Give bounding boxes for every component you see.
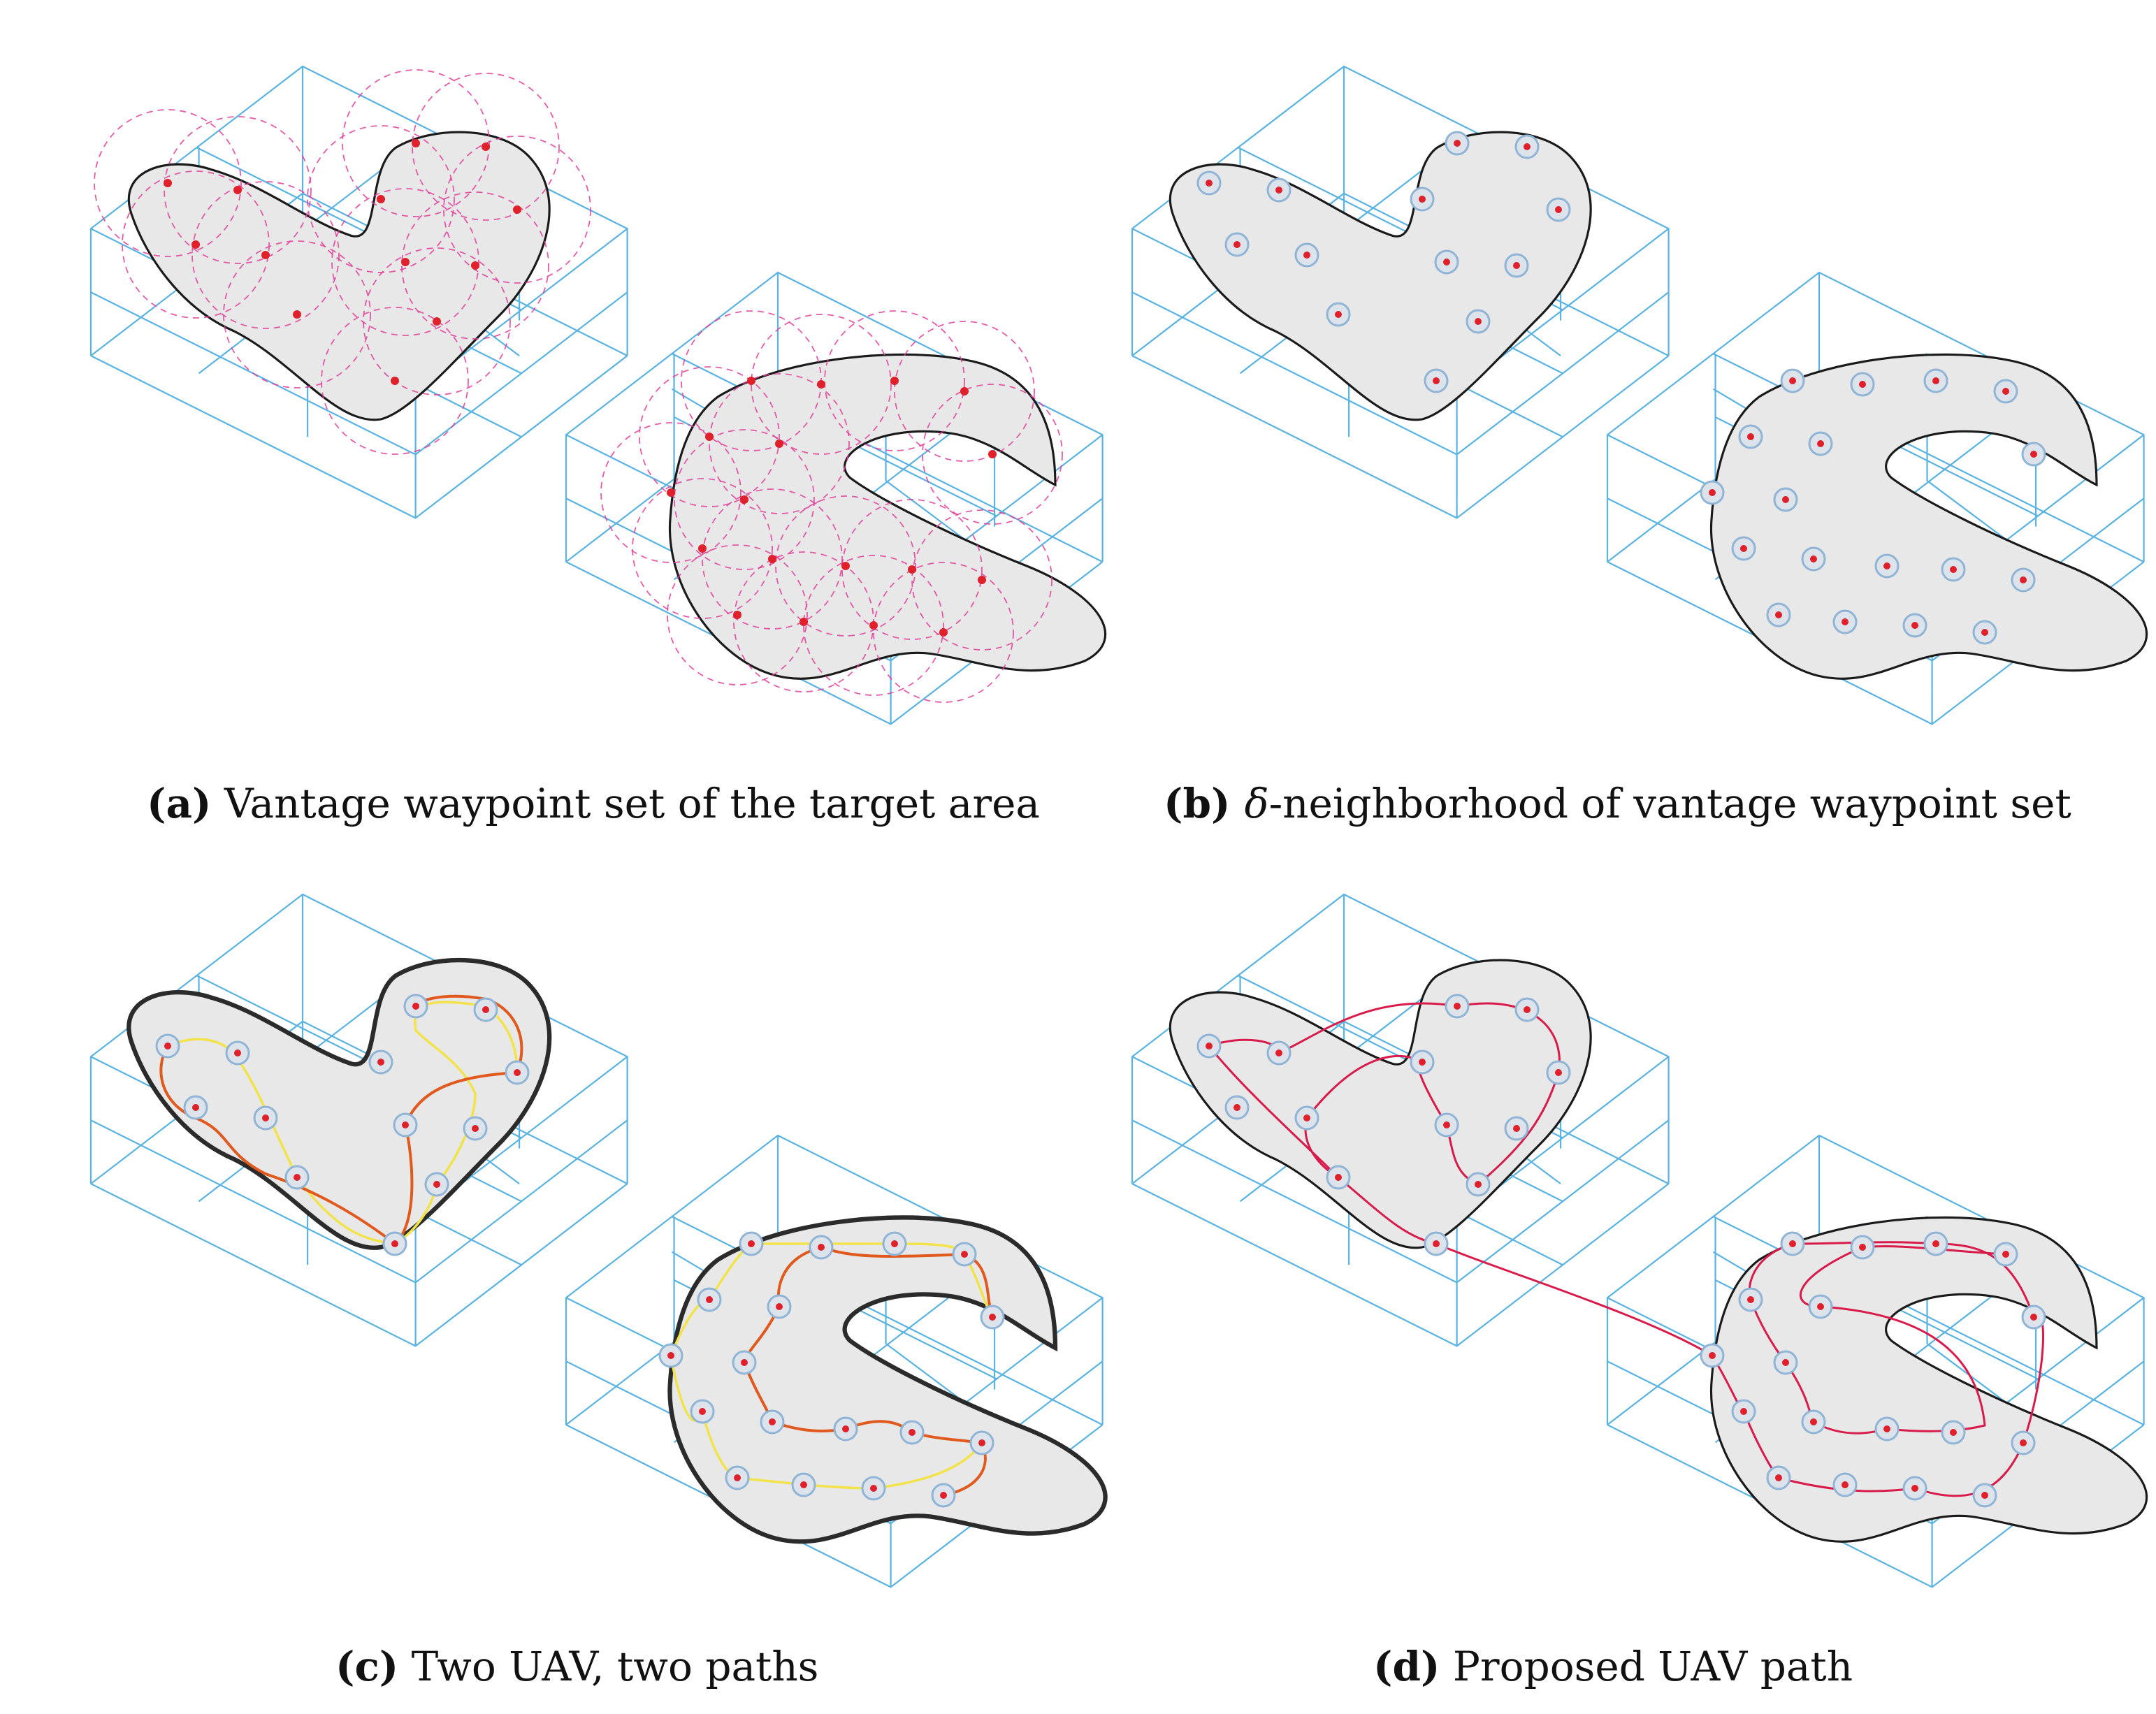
waypoint-neighborhoods-top: [155, 994, 530, 1256]
waypoint-neighborhoods-bottom: [1700, 368, 2046, 645]
caption-c-letter: c: [354, 1643, 379, 1690]
uav-2-path-top: [159, 994, 523, 1246]
waypoints-bottom: [667, 377, 997, 637]
caption-d: (d) Proposed UAV path: [1373, 1643, 1853, 1690]
panel-a: (a) Vantage waypoint set of the target a…: [89, 65, 1107, 827]
caption-a-letter: a: [166, 780, 192, 827]
caption-c: (c) Two UAV, two paths: [335, 1643, 818, 1690]
caption-a: (a) Vantage waypoint set of the target a…: [147, 780, 1040, 827]
caption-d-text: Proposed UAV path: [1440, 1643, 1853, 1690]
panel-b: (b) δ-neighborhood of vantage waypoint s…: [1131, 65, 2148, 827]
waypoint-neighborhoods-bottom: [658, 1231, 1005, 1508]
caption-b-text: -neighborhood of vantage waypoint set: [1269, 780, 2071, 827]
panel-d: (d) Proposed UAV path: [1131, 893, 2148, 1690]
waypoint-neighborhoods-top: [1196, 131, 1571, 393]
caption-a-text: Vantage waypoint set of the target area: [212, 780, 1041, 827]
target-area-top: [1169, 131, 1592, 421]
caption-b-letter: b: [1182, 780, 1211, 827]
caption-a-letter-open: (: [147, 780, 166, 827]
caption-d-letter: d: [1392, 1643, 1421, 1690]
waypoints-top: [164, 139, 521, 385]
proposed-uav-path: [1207, 1002, 2045, 1497]
waypoint-neighborhoods-bottom: [1700, 1231, 2046, 1508]
panel-c: (c) Two UAV, two paths: [89, 893, 1106, 1690]
caption-b-symbol: δ: [1245, 780, 1269, 827]
caption-c-text: Two UAV, two paths: [398, 1643, 818, 1690]
caption-b: (b) δ-neighborhood of vantage waypoint s…: [1164, 780, 2071, 827]
waypoint-neighborhoods-top: [1196, 994, 1571, 1256]
coverage-circles-top: [94, 69, 591, 455]
